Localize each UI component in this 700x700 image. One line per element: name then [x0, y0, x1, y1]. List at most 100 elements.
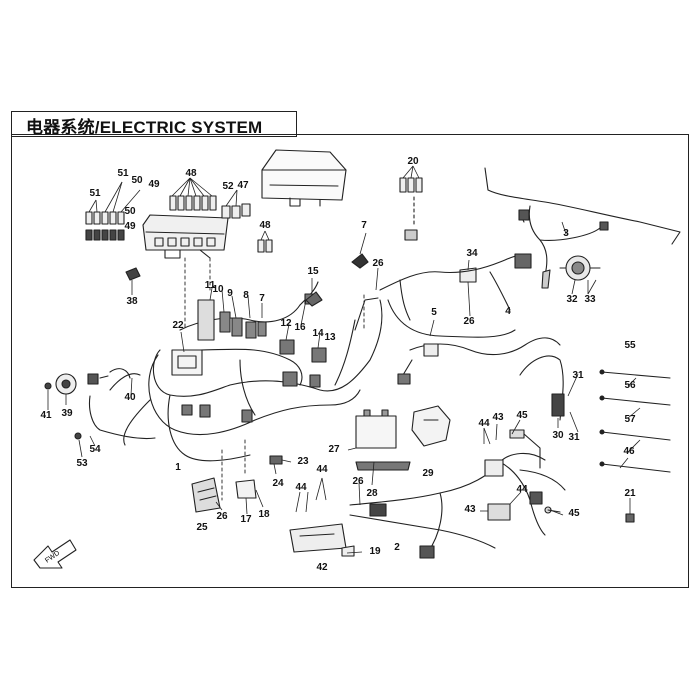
harness-5	[379, 253, 532, 338]
callout-c47: 47	[237, 180, 249, 191]
callout-c25: 25	[196, 522, 208, 533]
callout-c4: 4	[505, 306, 511, 317]
title-box	[11, 111, 297, 137]
part-19	[341, 545, 355, 557]
callout-c29: 29	[422, 468, 434, 479]
callout-c7a: 7	[361, 220, 367, 231]
callout-c22: 22	[172, 320, 184, 331]
callout-c2: 2	[394, 542, 400, 553]
part-top-center	[541, 269, 551, 289]
parts-39-41	[44, 368, 156, 440]
callout-c44c: 44	[295, 482, 307, 493]
callout-c8: 8	[243, 290, 249, 301]
fwd-arrow	[33, 539, 77, 569]
callout-c48a: 48	[185, 168, 197, 179]
connector-38	[125, 267, 141, 281]
parts-43-45	[487, 429, 561, 521]
callout-c33: 33	[584, 294, 596, 305]
callout-c12: 12	[280, 318, 292, 329]
callout-c14: 14	[312, 328, 324, 339]
callout-c53: 53	[76, 458, 88, 469]
main-harness-1	[123, 281, 383, 462]
callout-c26b: 26	[463, 316, 475, 327]
callout-c51b: 51	[89, 188, 101, 199]
fuse-box	[142, 214, 229, 259]
module-25	[191, 477, 221, 513]
part-21	[625, 513, 635, 523]
callout-c28: 28	[366, 488, 378, 499]
callout-c34: 34	[466, 248, 478, 259]
callout-c44d: 44	[316, 464, 328, 475]
callout-c49b: 49	[124, 221, 136, 232]
callout-c27: 27	[328, 444, 340, 455]
callout-c49a: 49	[148, 179, 160, 190]
callout-c26d: 26	[352, 476, 364, 487]
callout-c50b: 50	[124, 206, 136, 217]
module-42	[289, 523, 347, 553]
callout-c5: 5	[431, 307, 437, 318]
callout-c46: 46	[623, 446, 635, 457]
diagram-frame	[11, 134, 689, 588]
callout-c23: 23	[297, 456, 309, 467]
callout-c32: 32	[566, 294, 578, 305]
callout-c30: 30	[552, 430, 564, 441]
relay-clips-20	[399, 177, 423, 241]
callout-c20: 20	[407, 156, 419, 167]
battery-27	[355, 409, 397, 449]
callout-c11: 11	[205, 280, 216, 291]
harness-3	[484, 167, 681, 276]
callout-c42: 42	[316, 562, 328, 573]
callout-c48b: 48	[259, 220, 271, 231]
callout-c16: 16	[294, 322, 306, 333]
callout-c38: 38	[126, 296, 138, 307]
part-17	[235, 479, 257, 499]
harness-2	[349, 452, 566, 559]
part-23	[269, 455, 283, 465]
plug-7-top	[351, 253, 369, 269]
terminal-strip-28	[355, 461, 411, 471]
diagram-title: 电器系统/ELECTRIC SYSTEM	[26, 118, 263, 137]
callout-c13: 13	[324, 332, 336, 343]
callout-c19: 19	[369, 546, 381, 557]
part-15	[305, 291, 323, 307]
callout-c7b: 7	[259, 293, 265, 304]
rods-46-57	[599, 369, 671, 473]
callout-c39: 39	[61, 408, 73, 419]
leader-lines	[47, 165, 641, 554]
alignment-lines	[184, 257, 365, 501]
bracket-29	[411, 405, 451, 447]
callout-c3: 3	[563, 228, 569, 239]
callout-c24: 24	[272, 478, 284, 489]
fuse-box-cover	[261, 149, 347, 207]
callout-c18: 18	[258, 509, 270, 520]
callout-c45b: 45	[568, 508, 580, 519]
callout-c9: 9	[227, 288, 233, 299]
callout-c54: 54	[89, 444, 101, 455]
callout-c41: 41	[40, 410, 52, 421]
callout-c43b: 43	[464, 504, 476, 515]
callout-c57: 57	[624, 414, 636, 425]
callout-c52: 52	[222, 181, 234, 192]
callout-c45a: 45	[516, 410, 528, 421]
callout-c10: 10	[212, 284, 224, 295]
horn-32	[559, 255, 601, 281]
relays-48-52	[85, 195, 273, 253]
callout-c56: 56	[624, 380, 636, 391]
callout-c50a: 50	[131, 175, 143, 186]
callout-c26a: 26	[372, 258, 384, 269]
callout-c31a: 31	[572, 370, 584, 381]
callout-c1: 1	[175, 462, 181, 473]
callout-c55: 55	[624, 340, 636, 351]
callout-c43a: 43	[492, 412, 504, 423]
harness-30	[397, 337, 565, 421]
callout-c44a: 44	[478, 418, 490, 429]
callout-c31b: 31	[568, 432, 580, 443]
callout-c15: 15	[307, 266, 319, 277]
callout-c17: 17	[240, 514, 252, 525]
callout-c26c: 26	[216, 511, 228, 522]
callout-c21: 21	[624, 488, 636, 499]
callout-c40: 40	[124, 392, 136, 403]
